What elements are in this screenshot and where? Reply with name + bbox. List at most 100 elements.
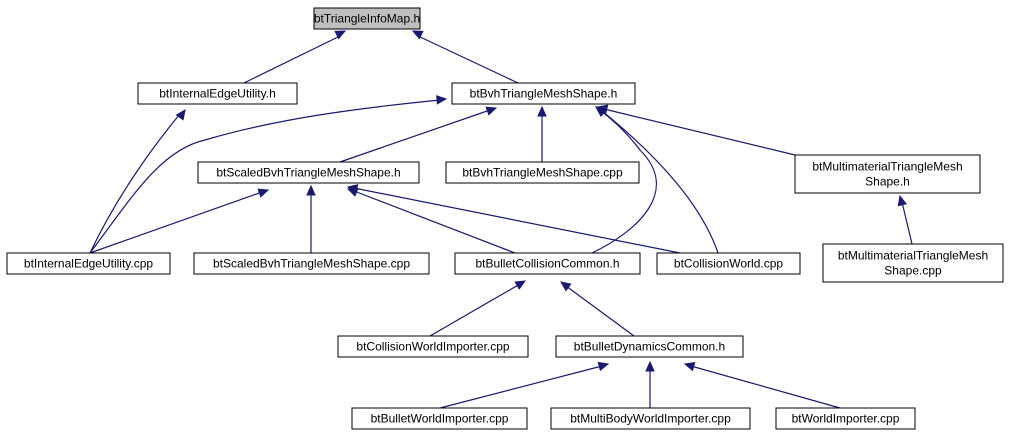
edge-n5-n2 bbox=[596, 104, 796, 156]
node-label: btInternalEdgeUtility.cpp bbox=[24, 257, 154, 271]
edge-n10-n5 bbox=[897, 194, 913, 245]
node-box[interactable] bbox=[794, 154, 981, 194]
node-n9[interactable]: btCollisionWorld.cpp bbox=[656, 252, 801, 275]
edge-n6-n3 bbox=[89, 188, 270, 254]
edge-arrowhead bbox=[645, 360, 655, 372]
edge-n11-n8 bbox=[429, 280, 527, 337]
edge-n9-n2 bbox=[596, 106, 719, 254]
edge-n15-n12 bbox=[683, 362, 841, 409]
node-label: btBulletDynamicsCommon.h bbox=[574, 340, 725, 354]
edge-line bbox=[339, 109, 491, 163]
edge-n14-n12 bbox=[645, 360, 655, 408]
edge-line bbox=[89, 113, 181, 254]
node-label: btMultimaterialTriangleMesh bbox=[812, 160, 962, 174]
edge-line bbox=[353, 190, 516, 254]
node-label: btTriangleInfoMap.h bbox=[314, 12, 420, 26]
edge-n7-n3 bbox=[306, 184, 316, 253]
edge-arrowhead bbox=[485, 106, 498, 116]
node-n2[interactable]: btBvhTriangleMeshShape.h bbox=[451, 82, 636, 105]
edge-n3-n2 bbox=[339, 106, 498, 163]
edge-line bbox=[690, 365, 841, 409]
node-box[interactable] bbox=[313, 7, 421, 30]
node-n4[interactable]: btBvhTriangleMeshShape.cpp bbox=[445, 161, 640, 184]
node-box[interactable] bbox=[822, 243, 1004, 283]
node-n6[interactable]: btInternalEdgeUtility.cpp bbox=[6, 252, 171, 275]
edge-arrowhead bbox=[436, 95, 448, 105]
node-box[interactable] bbox=[351, 407, 528, 430]
edge-arrowhead bbox=[175, 108, 186, 121]
edge-n1-n0 bbox=[243, 30, 347, 84]
edge-n4-n2 bbox=[537, 105, 547, 162]
node-n15[interactable]: btWorldImporter.cpp bbox=[775, 407, 916, 430]
node-n12[interactable]: btBulletDynamicsCommon.h bbox=[555, 335, 744, 358]
edge-line bbox=[243, 35, 341, 84]
edge-arrowhead bbox=[537, 105, 547, 117]
node-box[interactable] bbox=[137, 82, 298, 105]
node-label: btScaledBvhTriangleMeshShape.h bbox=[216, 166, 400, 180]
node-n11[interactable]: btCollisionWorldImporter.cpp bbox=[337, 335, 529, 358]
node-box[interactable] bbox=[454, 252, 641, 275]
edge-arrowhead bbox=[257, 188, 270, 198]
node-label: Shape.h bbox=[865, 175, 910, 189]
edge-line bbox=[417, 35, 519, 84]
node-box[interactable] bbox=[197, 161, 420, 184]
node-label: btScaledBvhTriangleMeshShape.cpp bbox=[213, 257, 410, 271]
node-n8[interactable]: btBulletCollisionCommon.h bbox=[454, 252, 641, 275]
edge-n2-n0 bbox=[411, 30, 519, 84]
node-box[interactable] bbox=[555, 335, 744, 358]
edge-n8-n3 bbox=[346, 187, 516, 254]
node-box[interactable] bbox=[775, 407, 916, 430]
node-label: btBvhTriangleMeshShape.cpp bbox=[462, 166, 623, 180]
edge-arrowhead bbox=[596, 106, 608, 117]
edge-n9-n3 bbox=[346, 184, 681, 254]
node-label: btInternalEdgeUtility.h bbox=[159, 87, 276, 101]
node-label: btWorldImporter.cpp bbox=[792, 412, 900, 426]
node-label: btBulletCollisionCommon.h bbox=[475, 257, 619, 271]
node-n3[interactable]: btScaledBvhTriangleMeshShape.h bbox=[197, 161, 420, 184]
node-box[interactable] bbox=[550, 407, 751, 430]
node-n7[interactable]: btScaledBvhTriangleMeshShape.cpp bbox=[193, 252, 430, 275]
node-n1[interactable]: btInternalEdgeUtility.h bbox=[137, 82, 298, 105]
node-label: btBvhTriangleMeshShape.h bbox=[470, 87, 618, 101]
edge-arrowhead bbox=[897, 194, 907, 207]
node-label: btMultiBodyWorldImporter.cpp bbox=[570, 412, 731, 426]
edge-arrowhead bbox=[560, 281, 572, 292]
edge-n12-n8 bbox=[560, 281, 635, 337]
node-label: btCollisionWorldImporter.cpp bbox=[356, 340, 510, 354]
edge-line bbox=[89, 191, 263, 254]
node-label: btBulletWorldImporter.cpp bbox=[371, 412, 509, 426]
node-label: Shape.cpp bbox=[884, 264, 942, 278]
edges-layer bbox=[89, 30, 913, 409]
edge-line bbox=[565, 285, 635, 337]
node-n0[interactable]: btTriangleInfoMap.h bbox=[313, 7, 421, 30]
node-box[interactable] bbox=[193, 252, 430, 275]
edge-arrowhead bbox=[514, 280, 527, 290]
edge-line bbox=[353, 187, 681, 254]
edge-line bbox=[901, 201, 913, 245]
edge-arrowhead bbox=[597, 361, 610, 372]
node-box[interactable] bbox=[445, 161, 640, 184]
node-n13[interactable]: btBulletWorldImporter.cpp bbox=[351, 407, 528, 430]
node-n14[interactable]: btMultiBodyWorldImporter.cpp bbox=[550, 407, 751, 430]
edge-n6-n2 bbox=[89, 95, 448, 254]
edge-arrowhead bbox=[334, 30, 347, 40]
edge-n13-n12 bbox=[439, 361, 610, 409]
edge-line bbox=[603, 108, 796, 156]
edge-line bbox=[89, 99, 441, 254]
node-box[interactable] bbox=[337, 335, 529, 358]
node-label: btCollisionWorld.cpp bbox=[674, 257, 783, 271]
node-box[interactable] bbox=[451, 82, 636, 105]
edge-arrowhead bbox=[346, 184, 359, 194]
edge-arrowhead bbox=[306, 184, 316, 196]
edge-n6-n1 bbox=[89, 108, 186, 254]
edge-arrowhead bbox=[411, 30, 424, 40]
edge-line bbox=[439, 365, 603, 409]
edge-line bbox=[429, 283, 521, 337]
node-box[interactable] bbox=[6, 252, 171, 275]
edge-arrowhead bbox=[683, 362, 696, 372]
nodes-layer: btTriangleInfoMap.h btInternalEdgeUtility… bbox=[6, 7, 1004, 430]
node-box[interactable] bbox=[656, 252, 801, 275]
